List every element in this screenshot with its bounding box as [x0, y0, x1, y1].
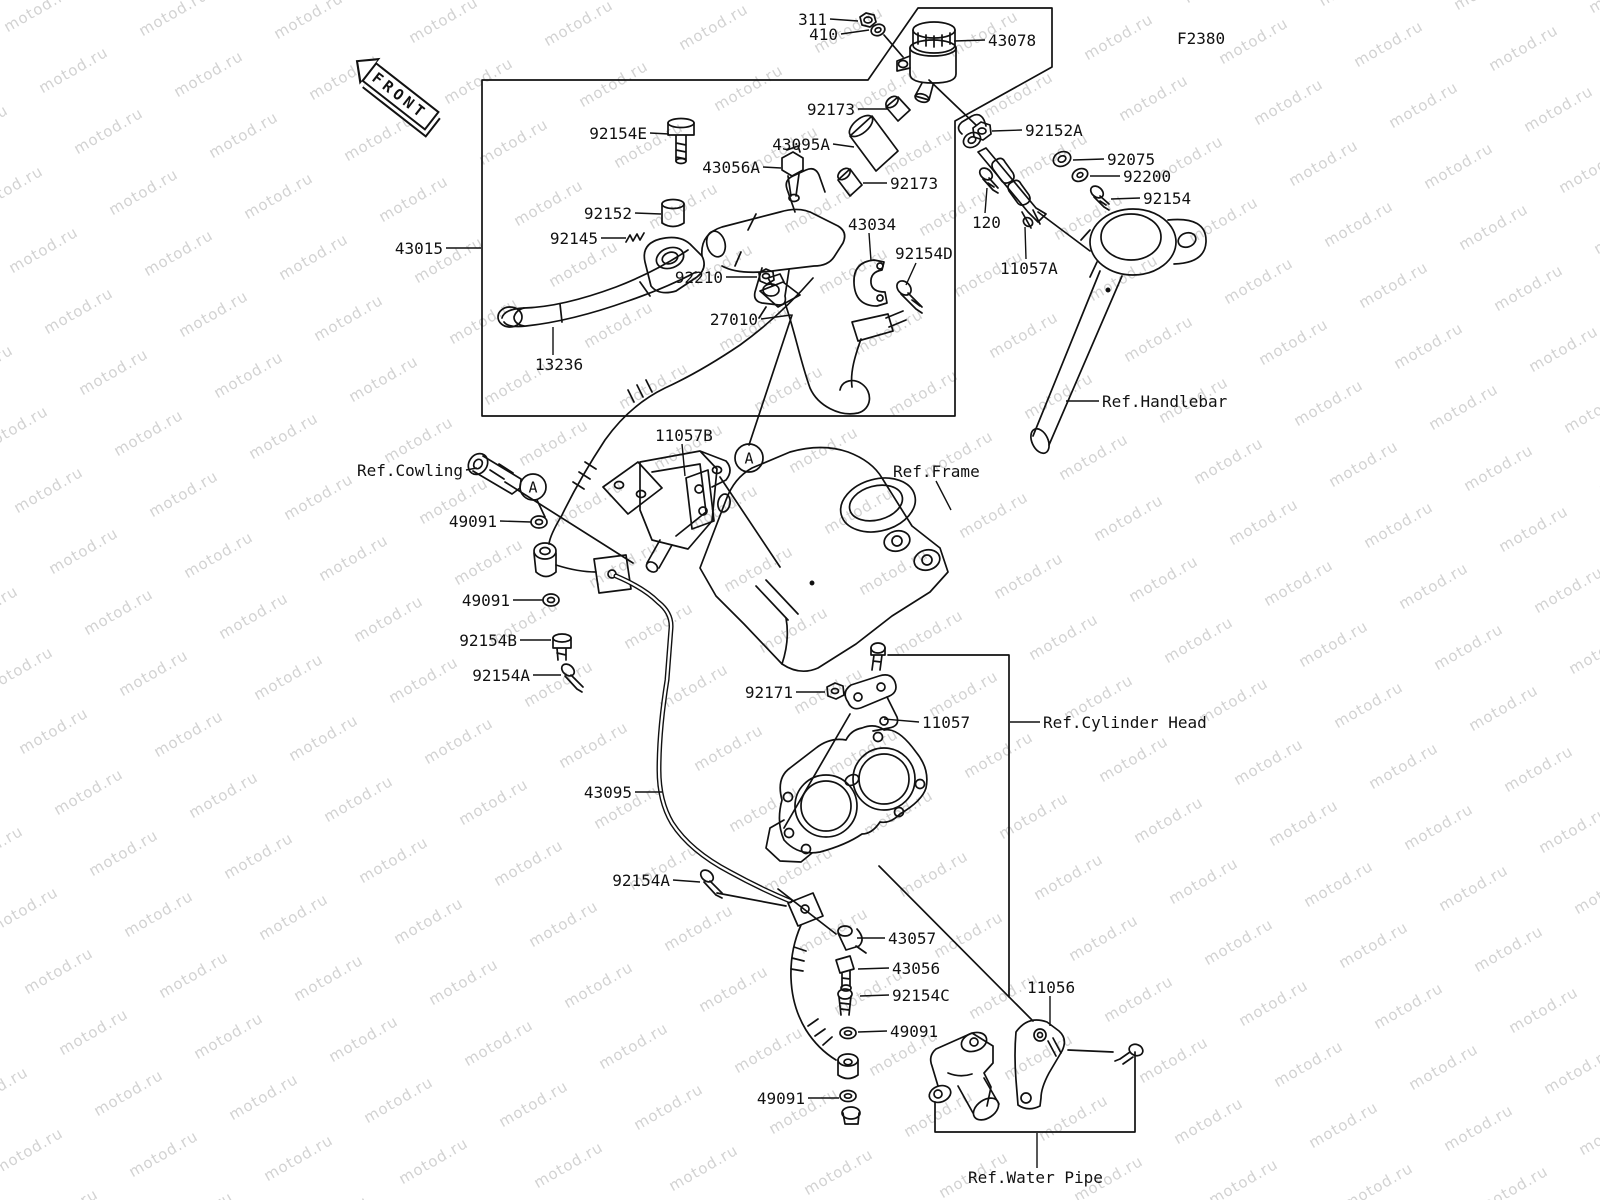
part-label-410: 410	[809, 25, 838, 44]
part-label-43034: 43034	[848, 215, 896, 234]
part-label-92173: 92173	[807, 100, 855, 119]
leader-line-Ref.Cowling	[465, 467, 478, 471]
view-marker-label: A	[528, 479, 537, 497]
clutch-switch-part	[758, 273, 907, 415]
leader-line-43078	[953, 39, 986, 42]
part-label-43095A: 43095A	[772, 135, 830, 154]
part-label-92154E: 92154E	[589, 124, 647, 143]
part-label-92210: 92210	[675, 268, 723, 287]
part-label-13236: 13236	[535, 355, 583, 374]
leader-line-410	[840, 29, 870, 35]
part-label-92171: 92171	[745, 683, 793, 702]
part-label-92154C: 92154C	[892, 986, 950, 1005]
view-marker-circle	[734, 443, 764, 473]
leader-line-43056	[857, 967, 890, 970]
part-label-92075: 92075	[1107, 150, 1155, 169]
part-label-92154D: 92154D	[895, 244, 953, 263]
leader-line-11057A	[1024, 226, 1027, 260]
view-marker-circle	[519, 473, 547, 501]
clutch-pipe	[613, 573, 793, 904]
handlebar-clamp-half	[853, 259, 923, 314]
assembly-callout-box	[481, 7, 1053, 417]
part-label-Ref-Cylinder-Head: Ref.Cylinder Head	[1043, 713, 1207, 732]
part-label-92145: 92145	[550, 229, 598, 248]
part-label-27010: 27010	[710, 310, 758, 329]
leader-line-43095A	[832, 143, 855, 148]
leader-line-11057B	[681, 443, 686, 477]
reservoir-part	[896, 21, 957, 104]
view-marker-label: A	[744, 450, 753, 468]
part-label-Ref-Cowling: Ref.Cowling	[357, 461, 463, 480]
leader-line-Ref.Frame	[935, 480, 952, 511]
joint-fitting-parts	[835, 925, 867, 1016]
part-label-43057: 43057	[888, 929, 936, 948]
leader-line-49091	[499, 520, 532, 523]
part-label-43015: 43015	[395, 239, 443, 258]
leader-line-43056A	[762, 166, 782, 169]
leader-line-92075	[1072, 158, 1105, 161]
part-label-92154A: 92154A	[472, 666, 530, 685]
leader-line-92154D	[905, 262, 917, 286]
leader-line-92154	[1110, 197, 1141, 200]
part-label-Ref-Frame: Ref.Frame	[893, 462, 980, 481]
leader-line-92152	[634, 212, 662, 215]
part-label-92200: 92200	[1123, 167, 1171, 186]
leader-line-49091	[857, 1030, 888, 1033]
part-label-11057B: 11057B	[655, 426, 713, 445]
bushing-spring-parts	[625, 198, 685, 243]
leader-line-11057	[883, 718, 920, 723]
clutch-lever-part	[497, 249, 697, 328]
upper-clutch-hose	[530, 277, 814, 693]
leader-line-27010	[760, 314, 792, 320]
part-label-43095: 43095	[584, 783, 632, 802]
part-label-92154B: 92154B	[459, 631, 517, 650]
part-label-92154A: 92154A	[612, 871, 670, 890]
leader-line-92154A	[672, 879, 701, 883]
reservoir-hose-parts	[837, 79, 977, 197]
part-label-F2380: F2380	[1177, 29, 1225, 48]
lower-clutch-hose	[699, 865, 1034, 1125]
part-label-120: 120	[972, 213, 1001, 232]
leader-line-311	[829, 18, 859, 22]
part-label-Ref-Handlebar: Ref.Handlebar	[1102, 392, 1228, 411]
master-cylinder-body	[643, 167, 846, 306]
part-label-49091: 49091	[449, 512, 497, 531]
part-label-11056: 11056	[1027, 978, 1075, 997]
leader-line-92154C	[859, 994, 890, 997]
cylinder-head-gasket	[765, 725, 928, 863]
part-label-92152: 92152	[584, 204, 632, 223]
part-label-Ref-Water-Pipe: Ref.Water Pipe	[968, 1168, 1103, 1187]
part-label-49091: 49091	[462, 591, 510, 610]
part-label-92152A: 92152A	[1025, 121, 1083, 140]
leader-line-92152A	[991, 129, 1023, 132]
cylinder-head-callout	[887, 654, 1010, 998]
pivot-bolt-part	[667, 117, 695, 165]
part-label-43056: 43056	[892, 959, 940, 978]
lever-guard-bracket-parts	[957, 113, 1110, 252]
reservoir-nut-washer	[859, 12, 904, 58]
water-pipe-parts	[928, 1019, 1144, 1133]
part-label-43056A: 43056A	[702, 158, 760, 177]
leader-line-92154E	[649, 132, 670, 135]
part-label-92154: 92154	[1143, 189, 1191, 208]
part-label-11057A: 11057A	[1000, 259, 1058, 278]
part-label-11057: 11057	[922, 713, 970, 732]
part-label-311: 311	[798, 10, 827, 29]
part-label-43078: 43078	[988, 31, 1036, 50]
part-label-92173: 92173	[890, 174, 938, 193]
leader-line-120	[984, 187, 988, 214]
lever-nut-part	[758, 268, 775, 285]
leader-line-43034	[868, 232, 872, 262]
part-label-49091: 49091	[890, 1022, 938, 1041]
part-label-49091: 49091	[757, 1089, 805, 1108]
handlebar-and-clamp	[1030, 208, 1207, 455]
